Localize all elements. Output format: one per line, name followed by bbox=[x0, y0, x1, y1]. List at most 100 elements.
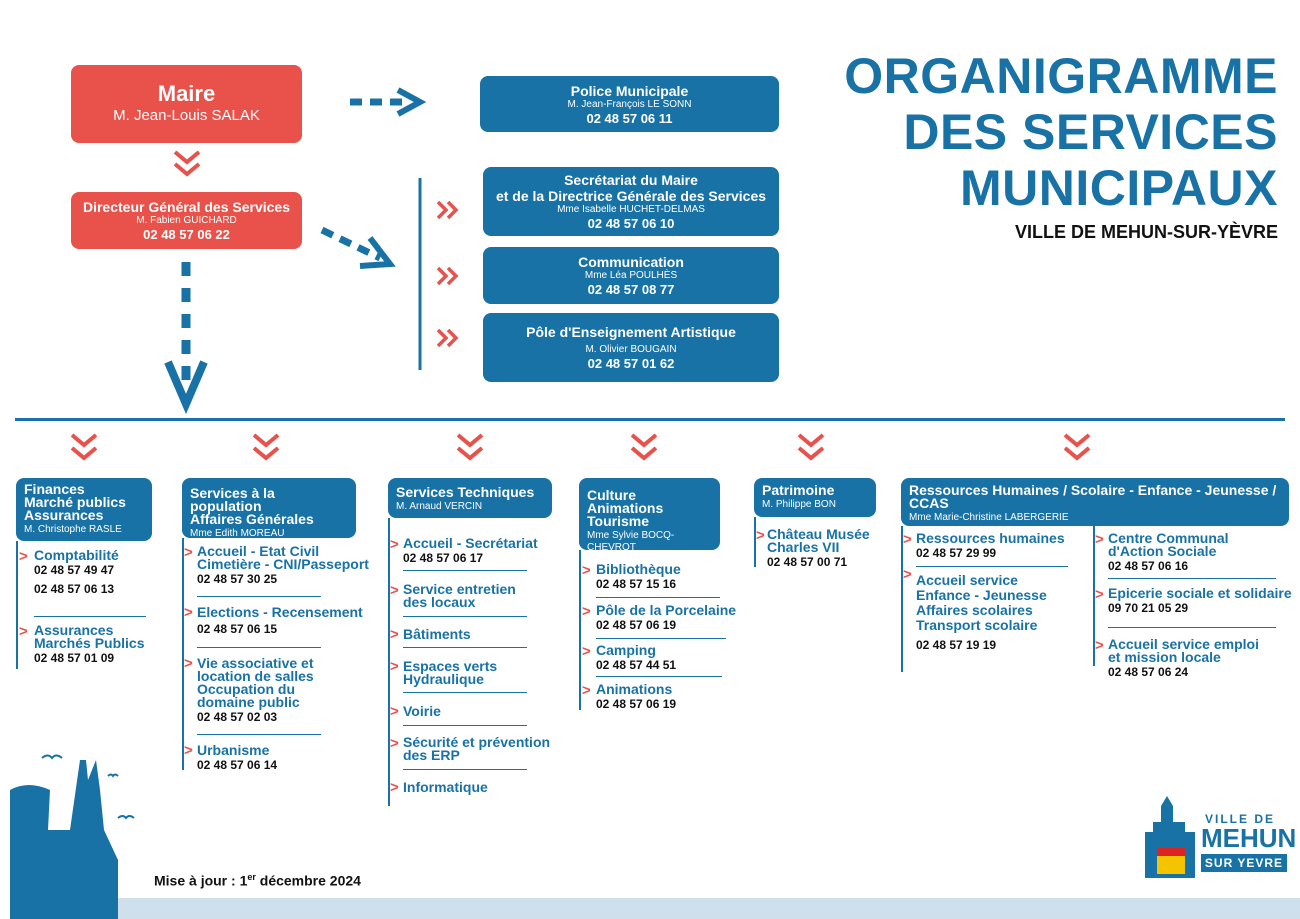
item-title: Sécurité et prévention bbox=[403, 734, 551, 750]
finances-head-2: Marché publics bbox=[24, 494, 126, 510]
list-item: Animations 02 48 57 06 19 bbox=[596, 681, 677, 713]
chevron-icon: > bbox=[390, 658, 399, 675]
chevron-icon: > bbox=[184, 604, 193, 621]
chevron-icon: > bbox=[390, 626, 399, 643]
item-title: Animations bbox=[596, 681, 673, 697]
pole-title: Pôle d'Enseignement Artistique bbox=[526, 324, 736, 340]
item-phone: 02 48 57 29 99 bbox=[916, 546, 997, 560]
culture-vline bbox=[579, 550, 581, 710]
item-phone: 02 48 57 00 71 bbox=[767, 555, 848, 569]
item-title: Occupation du bbox=[197, 681, 295, 697]
item-phone: 02 48 57 19 19 bbox=[916, 638, 997, 652]
police-title: Police Municipale bbox=[570, 83, 689, 99]
pole-box: Pôle d'Enseignement Artistique M. Olivie… bbox=[483, 313, 779, 382]
list-item: Accueil service emploi et mission locale… bbox=[1108, 637, 1259, 681]
item-phone: 02 48 57 15 16 bbox=[596, 577, 677, 591]
finances-header: Finances Marché publics Assurances M. Ch… bbox=[16, 478, 152, 541]
item-title: Enfance - Jeunesse bbox=[916, 587, 1047, 603]
item-title: Ressources humaines bbox=[916, 530, 1065, 546]
maire-title: Maire bbox=[157, 81, 216, 106]
item-title: Charles VII bbox=[767, 539, 840, 555]
techniques-header: Services Techniques M. Arnaud VERCIN bbox=[388, 478, 552, 518]
techniques-head-1: Services Techniques bbox=[396, 484, 535, 500]
chevron-icon: > bbox=[184, 742, 193, 759]
culture-header: Culture Animations Tourisme Mme Sylvie B… bbox=[579, 478, 720, 553]
logo-line-2: MEHUN bbox=[1201, 823, 1297, 853]
chevron-icon: > bbox=[184, 655, 193, 672]
finances-name: M. Christophe RASLE bbox=[24, 524, 122, 535]
item-phone: 02 48 57 06 19 bbox=[596, 697, 677, 711]
chevron-icon: > bbox=[582, 603, 591, 620]
finances-vline bbox=[16, 541, 18, 669]
separator bbox=[403, 725, 527, 726]
list-item: Voirie bbox=[403, 703, 441, 719]
rh-header: Ressources Humaines / Scolaire - Enfance… bbox=[901, 478, 1289, 526]
list-item: Vie associative et location de salles Oc… bbox=[197, 656, 314, 726]
item-title: des locaux bbox=[403, 594, 476, 610]
separator bbox=[916, 566, 1068, 567]
item-title: Comptabilité bbox=[34, 547, 119, 563]
chevron-icon: > bbox=[390, 779, 399, 796]
secretariat-title-1: Secrétariat du Maire bbox=[564, 172, 698, 188]
item-title: Bibliothèque bbox=[596, 561, 681, 577]
list-item: Château Musée Charles VII 02 48 57 00 71 bbox=[767, 526, 870, 571]
rh-name: Mme Marie-Christine LABERGERIE bbox=[909, 512, 1069, 523]
separator bbox=[403, 570, 527, 571]
list-item: Ressources humaines 02 48 57 29 99 bbox=[916, 530, 1065, 562]
title-line-3: MUNICIPAUX bbox=[960, 160, 1278, 216]
separator bbox=[1108, 627, 1276, 628]
chevron-icon: > bbox=[1095, 531, 1104, 548]
separator bbox=[403, 647, 527, 648]
chevron-icon: > bbox=[582, 562, 591, 579]
chevron-icon: > bbox=[1095, 586, 1104, 603]
item-title: location de salles bbox=[197, 668, 314, 684]
separator bbox=[403, 769, 527, 770]
separator bbox=[197, 647, 321, 648]
separator bbox=[1108, 578, 1276, 579]
update-suffix: décembre 2024 bbox=[255, 872, 361, 889]
section-divider bbox=[15, 418, 1285, 421]
item-title: Cimetière - CNI/Passeport bbox=[197, 556, 369, 572]
police-name: M. Jean-François LE SONN bbox=[567, 99, 692, 110]
dgs-box: Directeur Général des Services M. Fabien… bbox=[71, 192, 302, 249]
rh-head-1: Ressources Humaines / Scolaire - Enfance… bbox=[909, 482, 1277, 498]
item-title: et mission locale bbox=[1108, 649, 1221, 665]
item-title: Voirie bbox=[403, 703, 441, 719]
chevron-icon: > bbox=[19, 548, 28, 565]
item-phone: 02 48 57 06 24 bbox=[1108, 665, 1189, 679]
item-title: Marchés Publics bbox=[34, 635, 145, 651]
list-item: Assurances Marchés Publics 02 48 57 01 0… bbox=[34, 623, 145, 667]
list-item: Bibliothèque 02 48 57 15 16 bbox=[596, 561, 681, 593]
item-phone: 02 48 57 06 17 bbox=[403, 551, 484, 565]
title-line-1: ORGANIGRAMME bbox=[844, 48, 1278, 104]
communication-phone: 02 48 57 08 77 bbox=[587, 282, 675, 297]
item-phone: 02 48 57 06 15 bbox=[197, 622, 278, 636]
item-title: Centre Communal bbox=[1108, 530, 1229, 546]
finances-head-1: Finances bbox=[24, 481, 85, 497]
item-phone: 09 70 21 05 29 bbox=[1108, 601, 1189, 615]
chevrons-columns bbox=[70, 433, 1091, 461]
patrimoine-vline bbox=[754, 517, 756, 567]
item-title: Hydraulique bbox=[403, 671, 484, 687]
separator bbox=[403, 692, 527, 693]
chevron-icon: > bbox=[390, 536, 399, 553]
towers-illustration bbox=[10, 760, 118, 919]
update-prefix: Mise à jour : 1 bbox=[154, 872, 248, 889]
item-title: Accueil - Etat Civil bbox=[197, 543, 320, 559]
item-title: Service entretien bbox=[403, 581, 516, 597]
secretariat-box: Secrétariat du Maire et de la Directrice… bbox=[483, 167, 779, 236]
item-title: Château Musée bbox=[767, 526, 870, 542]
list-item: Accueil service Enfance - Jeunesse Affai… bbox=[916, 573, 1047, 654]
item-phone: 02 48 57 49 47 bbox=[34, 563, 115, 577]
patrimoine-name: M. Philippe BON bbox=[762, 499, 836, 510]
item-title: Affaires scolaires bbox=[916, 602, 1033, 618]
chevron-icon: > bbox=[19, 623, 28, 640]
item-title: Accueil - Secrétariat bbox=[403, 535, 538, 551]
item-title: Accueil service bbox=[916, 572, 1018, 588]
page-title: ORGANIGRAMME DES SERVICES MUNICIPAUX bbox=[844, 48, 1278, 216]
arrow-dgs-down bbox=[164, 262, 208, 415]
city-logo: VILLE DE MEHUN SUR YEVRE bbox=[1143, 792, 1296, 878]
list-item: Accueil - Secrétariat 02 48 57 06 17 bbox=[403, 535, 538, 567]
logo-line-3: SUR YEVRE bbox=[1201, 854, 1287, 872]
separator bbox=[197, 734, 321, 735]
